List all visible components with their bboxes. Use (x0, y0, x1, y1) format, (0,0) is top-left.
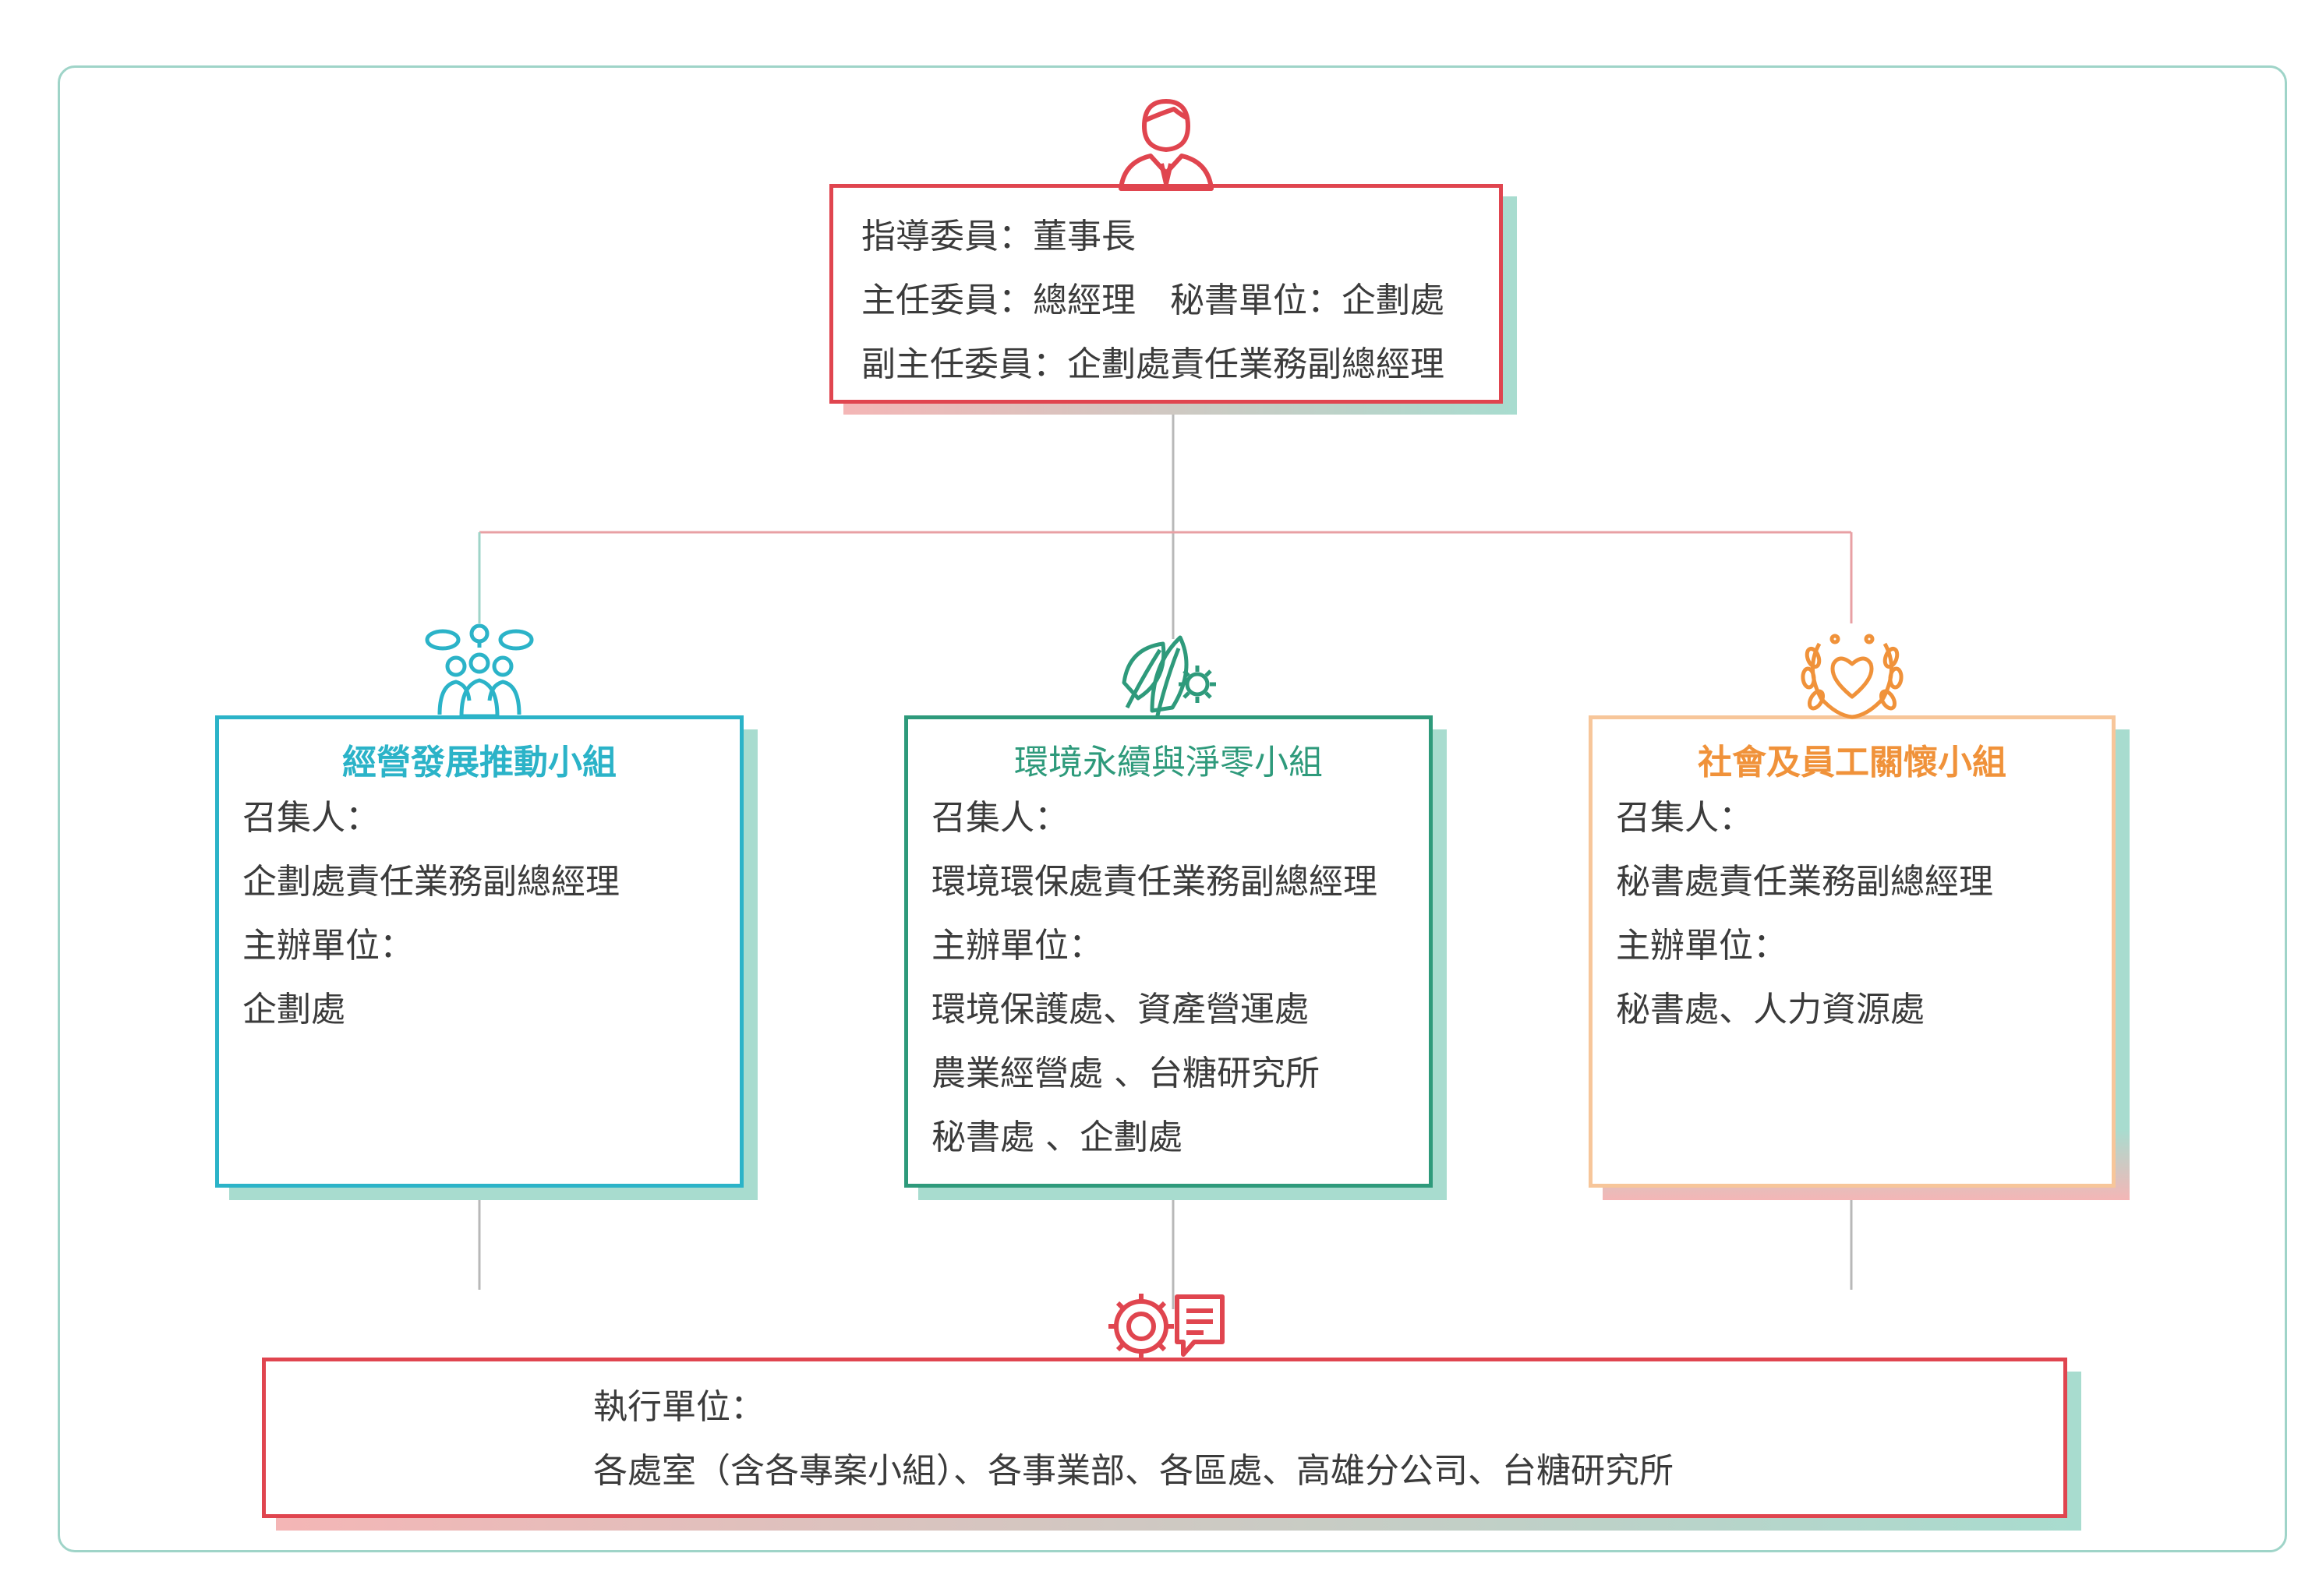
bottom-line-2: 各處室（含各專案小組）、各事業部、各區處、高雄分公司、台糖研究所 (593, 1451, 1674, 1491)
group-line: 企劃處 (242, 990, 345, 1029)
execution-units-box: 執行單位： 各處室（含各專案小組）、各事業部、各區處、高雄分公司、台糖研究所 (262, 1358, 2067, 1518)
bottom-line-1: 執行單位： (593, 1387, 765, 1427)
group-line: 主辦單位： (1616, 926, 1787, 966)
leaf-gear-icon (1122, 635, 1216, 719)
laurel-heart-icon (1801, 634, 1904, 719)
group-title: 經營發展推動小組 (342, 743, 617, 782)
top-committee-box: 指導委員：董事長 主任委員：總經理 秘書單位：企劃處 副主任委員：企劃處責任業務… (829, 184, 1503, 404)
group-box-social: 社會及員工關懷小組 召集人： 秘書處責任業務副總經理 主辦單位： 秘書處、人力資… (1589, 715, 2116, 1188)
top-line-1: 指導委員：董事長 (861, 217, 1136, 256)
group-line: 秘書處責任業務副總經理 (1616, 862, 1993, 902)
group-box-environment: 環境永續與淨零小組 召集人： 環境環保處責任業務副總經理 主辦單位： 環境保護處… (904, 715, 1433, 1188)
group-line: 農業經營處 、台糖研究所 (931, 1054, 1320, 1093)
group-line: 召集人： (931, 798, 1069, 838)
group-line: 秘書處、人力資源處 (1616, 990, 1925, 1029)
top-line-2: 主任委員：總經理 秘書單位：企劃處 (861, 281, 1444, 320)
group-title: 社會及員工關懷小組 (1698, 743, 2006, 782)
group-line: 企劃處責任業務副總經理 (242, 862, 620, 902)
diagram-frame (58, 65, 2287, 1552)
group-line: 主辦單位： (931, 926, 1103, 966)
group-line: 召集人： (242, 798, 380, 838)
team-ideas-icon (425, 623, 534, 719)
group-line: 主辦單位： (242, 926, 414, 966)
group-box-business: 經營發展推動小組 召集人： 企劃處責任業務副總經理 主辦單位： 企劃處 (215, 715, 744, 1188)
group-line: 環境環保處責任業務副總經理 (931, 862, 1377, 902)
group-line: 環境保護處、資產營運處 (931, 990, 1309, 1029)
person-suit-icon (1119, 99, 1214, 191)
group-line: 召集人： (1616, 798, 1753, 838)
gear-chat-icon (1108, 1294, 1225, 1359)
group-title: 環境永續與淨零小組 (1014, 743, 1323, 782)
top-line-3: 副主任委員：企劃處責任業務副總經理 (861, 344, 1444, 384)
group-line: 秘書處 、企劃處 (931, 1118, 1182, 1157)
